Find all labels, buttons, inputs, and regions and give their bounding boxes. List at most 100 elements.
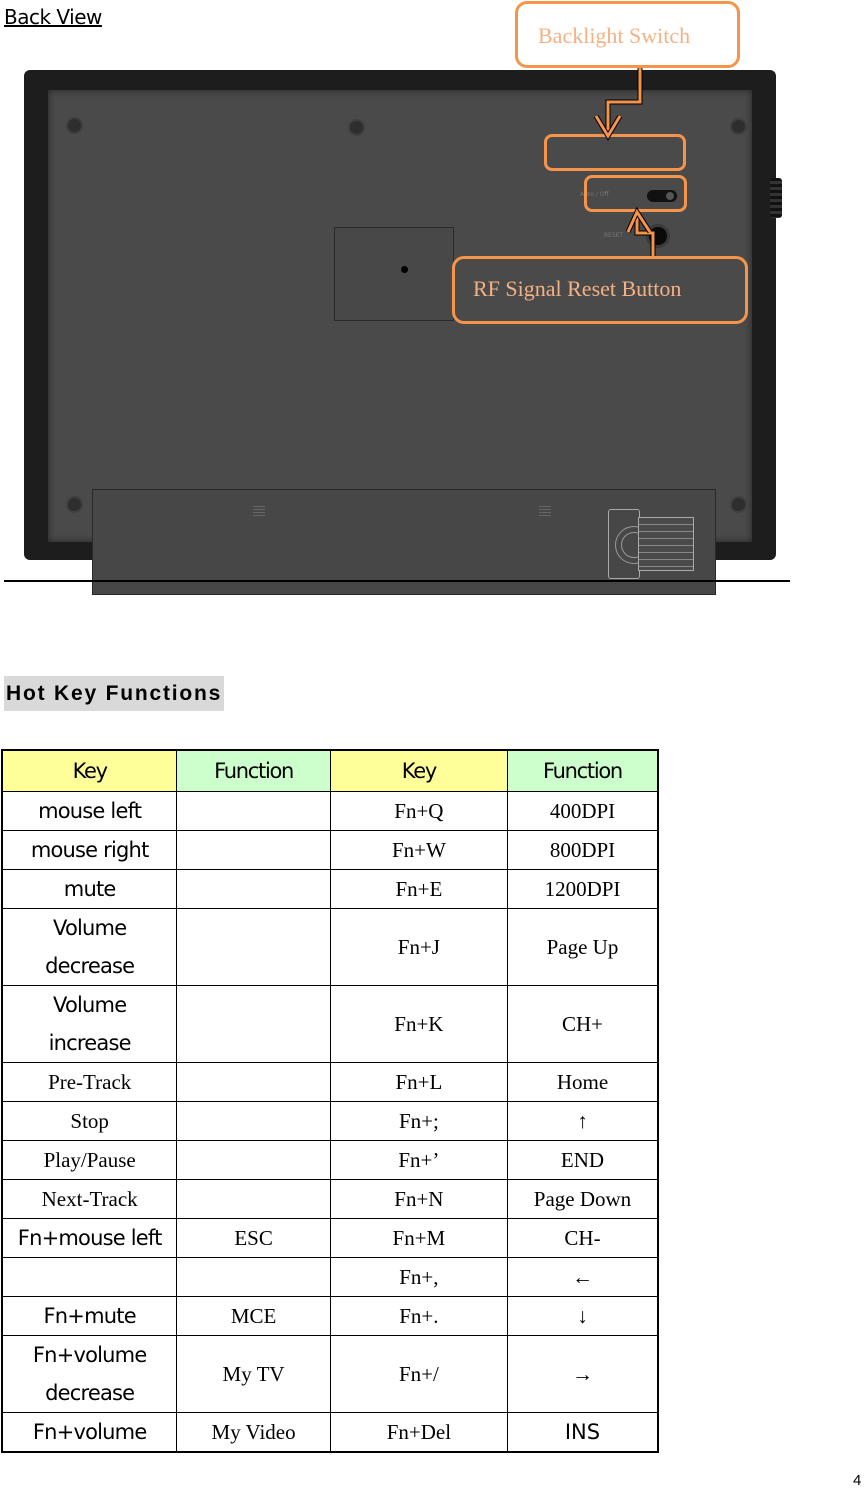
- section-divider: [4, 580, 790, 582]
- header-function: Function: [176, 749, 331, 792]
- battery-cover: [92, 489, 716, 595]
- key-cell: Fn+/: [329, 1335, 508, 1413]
- screw-icon: [350, 121, 363, 134]
- function-cell: END: [506, 1140, 659, 1180]
- dongle-plug: [638, 517, 694, 571]
- keyboard-back-photo: Auto / Off RESET: [4, 44, 790, 595]
- function-cell: [176, 1101, 331, 1141]
- keyboard-housing: [24, 70, 776, 560]
- key-cell: Fn+volume decrease: [1, 1335, 178, 1413]
- key-cell: Fn+.: [329, 1296, 508, 1336]
- callout-arrows: [593, 68, 656, 257]
- key-cell: Fn+mouse left: [1, 1218, 178, 1258]
- backlight-switch-highlight: [544, 134, 686, 171]
- rf-reset-callout-text: RF Signal Reset Button: [473, 276, 682, 301]
- key-cell: mouse right: [1, 830, 178, 870]
- header-key: Key: [329, 749, 508, 792]
- arrow-up-icon: ↑: [506, 1101, 659, 1141]
- function-cell: INS: [506, 1412, 659, 1453]
- arrow-left-icon: ←: [506, 1257, 659, 1297]
- backlight-switch-callout-text: Backlight Switch: [538, 23, 691, 48]
- reset-label: RESET: [604, 232, 624, 239]
- key-cell: Pre-Track: [1, 1062, 178, 1102]
- function-cell: [176, 1140, 331, 1180]
- table-row: mute Fn+E 1200DPI: [1, 869, 659, 909]
- function-cell: CH-: [506, 1218, 659, 1258]
- function-cell: 1200DPI: [506, 869, 659, 909]
- function-cell: 400DPI: [506, 791, 659, 831]
- function-cell: Home: [506, 1062, 659, 1102]
- key-cell: mouse left: [1, 791, 178, 831]
- function-cell: [176, 1062, 331, 1102]
- backlight-switch-label: Auto / Off: [580, 191, 609, 198]
- key-cell: Next-Track: [1, 1179, 178, 1219]
- key-cell: Fn+,: [329, 1257, 508, 1297]
- vent-icon: [253, 506, 265, 516]
- function-cell: ESC: [176, 1218, 331, 1258]
- function-cell: [176, 985, 331, 1063]
- table-row: Fn+volume My Video Fn+Del INS: [1, 1412, 659, 1453]
- function-cell: My TV: [176, 1335, 331, 1413]
- function-cell: 800DPI: [506, 830, 659, 870]
- rf-reset-callout: RF Signal Reset Button: [452, 256, 748, 324]
- screw-icon: [68, 498, 81, 511]
- usb-receiver-dongle: [608, 509, 694, 579]
- table-header-row: Key Function Key Function: [1, 749, 659, 792]
- back-view-heading: Back View: [4, 5, 102, 29]
- key-cell: Fn+J: [329, 908, 508, 986]
- key-cell: Stop: [1, 1101, 178, 1141]
- backlight-switch-callout: Backlight Switch: [515, 1, 740, 68]
- center-panel: [334, 227, 454, 321]
- table-row: Volume decrease Fn+J Page Up: [1, 908, 659, 986]
- key-cell: Fn+Del: [329, 1412, 508, 1453]
- function-cell: Page Down: [506, 1179, 659, 1219]
- screw-icon: [732, 120, 745, 133]
- key-cell: Fn+volume: [1, 1412, 178, 1453]
- screw-icon: [68, 119, 81, 132]
- table-row: Fn+mute MCE Fn+. ↓: [1, 1296, 659, 1336]
- function-cell: CH+: [506, 985, 659, 1063]
- table-row: mouse left Fn+Q 400DPI: [1, 791, 659, 831]
- screw-icon: [732, 498, 745, 511]
- dongle-head: [608, 509, 653, 579]
- function-cell: [176, 908, 331, 986]
- arrow-down-icon: ↓: [506, 1296, 659, 1336]
- arrow-right-icon: →: [506, 1335, 659, 1413]
- function-cell: [176, 830, 331, 870]
- side-scroll-wheel: [770, 178, 782, 218]
- key-cell: [1, 1257, 178, 1297]
- function-cell: My Video: [176, 1412, 331, 1453]
- function-cell: [176, 869, 331, 909]
- backlight-switch: Auto / Off: [552, 182, 686, 212]
- key-cell: Fn+;: [329, 1101, 508, 1141]
- key-cell: Fn+mute: [1, 1296, 178, 1336]
- key-cell: Fn+L: [329, 1062, 508, 1102]
- table-row: Play/Pause Fn+’ END: [1, 1140, 659, 1180]
- key-cell: Fn+E: [329, 869, 508, 909]
- table-row: Next-Track Fn+N Page Down: [1, 1179, 659, 1219]
- header-key: Key: [1, 749, 178, 792]
- function-cell: MCE: [176, 1296, 331, 1336]
- key-cell: Volume increase: [1, 985, 178, 1063]
- table-row: Fn+volume decrease My TV Fn+/ →: [1, 1335, 659, 1413]
- key-cell: mute: [1, 869, 178, 909]
- page-number: 4: [853, 1472, 862, 1489]
- table-row: Fn+, ←: [1, 1257, 659, 1297]
- key-cell: Play/Pause: [1, 1140, 178, 1180]
- hotkey-section-title: Hot Key Functions: [4, 676, 225, 711]
- table-row: Fn+mouse left ESC Fn+M CH-: [1, 1218, 659, 1258]
- key-cell: Fn+W: [329, 830, 508, 870]
- vent-icon: [539, 506, 551, 516]
- key-cell: Fn+Q: [329, 791, 508, 831]
- function-cell: Page Up: [506, 908, 659, 986]
- table-row: mouse right Fn+W 800DPI: [1, 830, 659, 870]
- table-row: Stop Fn+; ↑: [1, 1101, 659, 1141]
- key-cell: Volume decrease: [1, 908, 178, 986]
- function-cell: [176, 1179, 331, 1219]
- table-row: Volume increase Fn+K CH+: [1, 985, 659, 1063]
- key-cell: Fn+N: [329, 1179, 508, 1219]
- key-cell: Fn+K: [329, 985, 508, 1063]
- center-hole: [401, 266, 408, 273]
- hotkey-table: Key Function Key Function mouse left Fn+…: [1, 749, 659, 1453]
- header-function: Function: [506, 749, 659, 792]
